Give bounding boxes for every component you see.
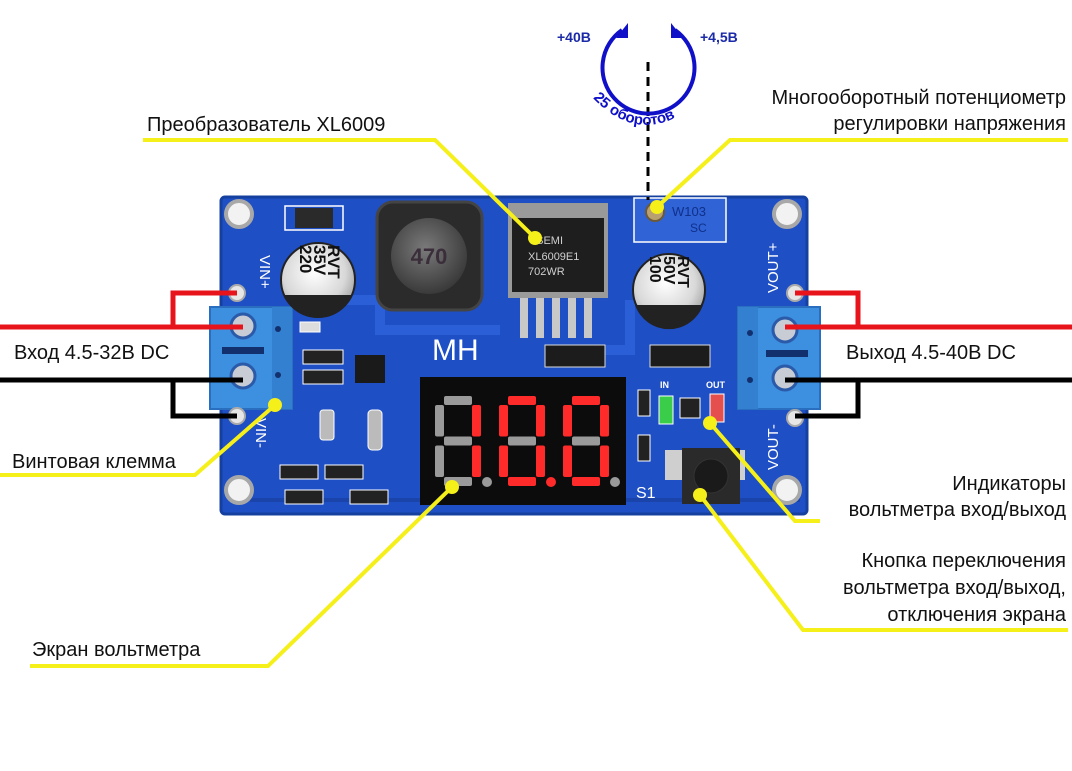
mode-button-s1: S1 <box>636 448 745 504</box>
display-segment-f <box>435 405 444 437</box>
input-screw-terminal <box>209 284 293 425</box>
display-segment-e <box>563 445 572 477</box>
vout-minus-label: VOUT- <box>765 424 782 470</box>
arrow-ccw-icon <box>616 23 628 38</box>
display-segment-g <box>444 436 472 446</box>
label-screw-terminal: Винтовая клемма <box>12 451 176 473</box>
display-segment-c <box>536 445 545 477</box>
cap-in-text: 220 <box>296 245 315 273</box>
xl6009-chip: LSEMI XL6009E1 702WR <box>508 203 608 338</box>
display-segment-b <box>472 405 481 437</box>
label-converter: Преобразователь XL6009 <box>147 114 386 136</box>
vin-plus-label: VIN+ <box>256 255 273 289</box>
display-decimal-point <box>482 477 492 487</box>
vin-minus-label: VIN- <box>252 418 269 448</box>
display-segment-b <box>536 405 545 437</box>
chip-marking: XL6009E1 <box>528 251 579 263</box>
arrow-cw-icon <box>671 23 683 38</box>
smd-components <box>279 321 711 505</box>
display-segment-d <box>572 477 600 486</box>
label-indicators-1: Индикаторы <box>952 473 1066 495</box>
display-segment-f <box>499 405 508 437</box>
led-out-label: OUT <box>706 380 726 390</box>
display-segment-c <box>472 445 481 477</box>
callout-lines <box>0 138 1068 668</box>
cap-in-text: RVT <box>324 245 343 279</box>
display-segment-e <box>435 445 444 477</box>
brand-mark: MH <box>432 334 479 367</box>
display-segment-c <box>600 445 609 477</box>
display-segment-g <box>508 436 536 446</box>
output-screw-terminal <box>737 284 821 427</box>
output-capacitor: 100 50V RVT <box>632 253 706 330</box>
pot-marking: W103 <box>672 204 706 219</box>
label-input: Вход 4.5-32В DC <box>14 342 170 364</box>
label-indicators-2: вольтметра вход/выход <box>848 499 1066 521</box>
rotation-max-label: +40В <box>557 29 591 45</box>
pot-marking: SC <box>690 221 707 235</box>
cap-out-text: 50V <box>660 256 677 285</box>
led-in-label: IN <box>660 380 669 390</box>
label-button-3: отключения экрана <box>887 604 1066 626</box>
input-capacitor: 220 35V RVT <box>280 242 356 318</box>
button-label: S1 <box>636 485 656 502</box>
display-decimal-point <box>610 477 620 487</box>
callout-dots <box>268 200 717 502</box>
label-output: Выход 4.5-40В DC <box>846 342 1016 364</box>
potentiometer: W103 SC <box>633 197 727 243</box>
cap-out-text: RVT <box>674 256 691 288</box>
output-wires <box>785 290 1072 419</box>
cap-out-text: 100 <box>646 256 663 283</box>
display-segment-e <box>499 445 508 477</box>
display-digits <box>435 396 620 487</box>
display-segment-f <box>563 405 572 437</box>
display-segment-g <box>572 436 600 446</box>
turns-label: 25 оборотов <box>590 89 677 129</box>
display-segment-a <box>444 396 472 405</box>
vout-plus-label: VOUT+ <box>765 242 782 293</box>
rotation-indicator: +40В +4,5В 25 оборотов <box>557 23 738 200</box>
input-wires <box>0 290 243 419</box>
display-segment-d <box>508 477 536 486</box>
display-decimal-point <box>546 477 556 487</box>
label-potentiometer-2: регулировки напряжения <box>833 113 1066 135</box>
rotation-min-label: +4,5В <box>700 29 738 45</box>
label-potentiometer-1: Многооборотный потенциометр <box>771 87 1066 109</box>
label-button-1: Кнопка переключения <box>861 550 1066 572</box>
display-segment-a <box>508 396 536 405</box>
chip-marking: 702WR <box>528 266 565 278</box>
display-segment-b <box>600 405 609 437</box>
mounting-holes <box>224 199 802 505</box>
display-segment-a <box>572 396 600 405</box>
inductor: 470 <box>375 200 484 312</box>
status-leds: IN OUT <box>658 380 726 425</box>
diode-top <box>284 205 344 231</box>
inductor-marking: 470 <box>411 244 448 269</box>
cap-in-text: 35V <box>310 245 329 276</box>
label-display: Экран вольтметра <box>32 639 201 661</box>
label-button-2: вольтметра вход/выход, <box>843 577 1066 599</box>
